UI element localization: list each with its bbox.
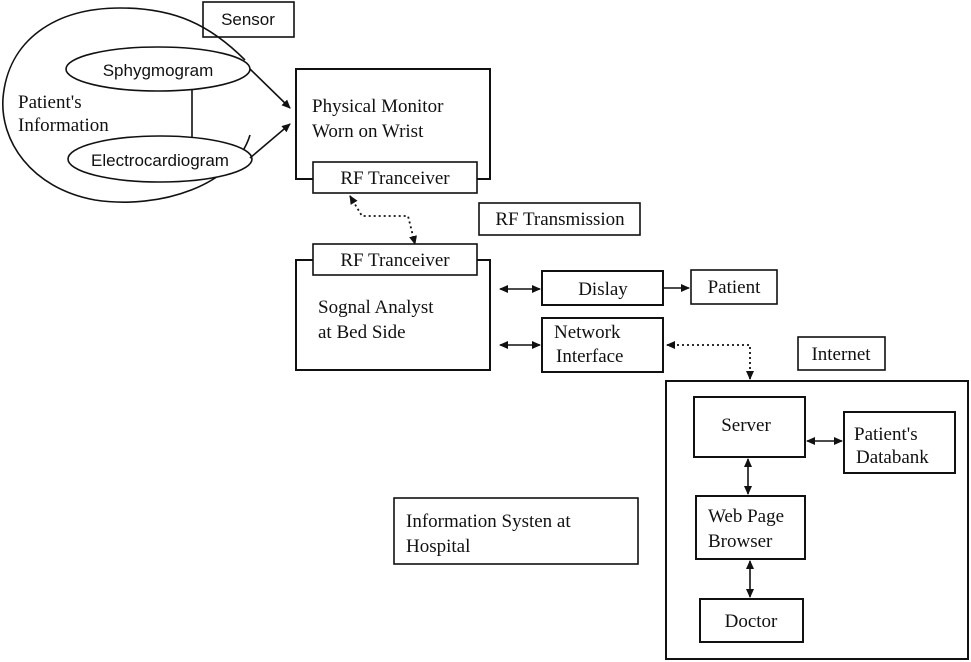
rf-tranceiver-top-label: RF Tranceiver — [340, 168, 450, 189]
display-box: Dislay — [542, 271, 663, 305]
server-box: Server — [694, 397, 805, 457]
arrow-sphygmogram-to-monitor — [250, 69, 290, 108]
sensor-label: Sensor — [221, 10, 275, 29]
arrow-ecg-to-monitor — [250, 124, 290, 158]
rf-transmission-label-box: RF Transmission — [479, 203, 640, 235]
patient-info-text-2: Information — [18, 115, 109, 136]
hospital-text-2: Hospital — [406, 536, 470, 557]
internet-link — [667, 345, 750, 379]
rf-transmission-label: RF Transmission — [495, 209, 625, 230]
display-label: Dislay — [578, 279, 628, 300]
rf-tranceiver-top-box: RF Tranceiver — [313, 162, 477, 193]
internet-label: Internet — [811, 344, 871, 365]
monitor-text-1: Physical Monitor — [312, 96, 444, 117]
network-text-1: Network — [554, 322, 621, 343]
information-system-label-box: Information Systen at Hospital — [394, 498, 638, 564]
doctor-label: Doctor — [725, 611, 778, 632]
monitor-text-2: Worn on Wrist — [312, 121, 424, 142]
databank-box: Patient's Databank — [844, 412, 955, 473]
patient-label: Patient — [708, 277, 761, 298]
browser-text-1: Web Page — [708, 506, 784, 527]
server-label: Server — [721, 415, 771, 436]
electrocardiogram-label: Electrocardiogram — [91, 151, 229, 170]
signal-analyst-box: Sognal Analyst at Bed Side — [296, 260, 490, 370]
sensor-label-box: Sensor — [203, 2, 294, 37]
hospital-text-1: Information Systen at — [406, 511, 571, 532]
patient-box: Patient — [691, 270, 777, 304]
rf-transmission-link — [350, 196, 415, 244]
analyst-text-2: at Bed Side — [318, 322, 406, 343]
databank-text-1: Patient's — [854, 424, 918, 445]
doctor-box: Doctor — [700, 599, 803, 642]
databank-text-2: Databank — [856, 447, 929, 468]
patient-info-text-1: Patient's — [18, 92, 82, 113]
sphygmogram-label: Sphygmogram — [103, 61, 214, 80]
sphygmogram-ellipse: Sphygmogram — [66, 47, 250, 91]
browser-text-2: Browser — [708, 531, 773, 552]
analyst-text-1: Sognal Analyst — [318, 297, 434, 318]
browser-box: Web Page Browser — [696, 496, 805, 559]
network-interface-box: Network Interface — [542, 318, 663, 372]
internet-label-box: Internet — [798, 337, 885, 370]
network-text-2: Interface — [556, 346, 624, 367]
electrocardiogram-ellipse: Electrocardiogram — [68, 136, 252, 182]
rf-tranceiver-bottom-label: RF Tranceiver — [340, 250, 450, 271]
rf-tranceiver-bottom-box: RF Tranceiver — [313, 244, 477, 275]
